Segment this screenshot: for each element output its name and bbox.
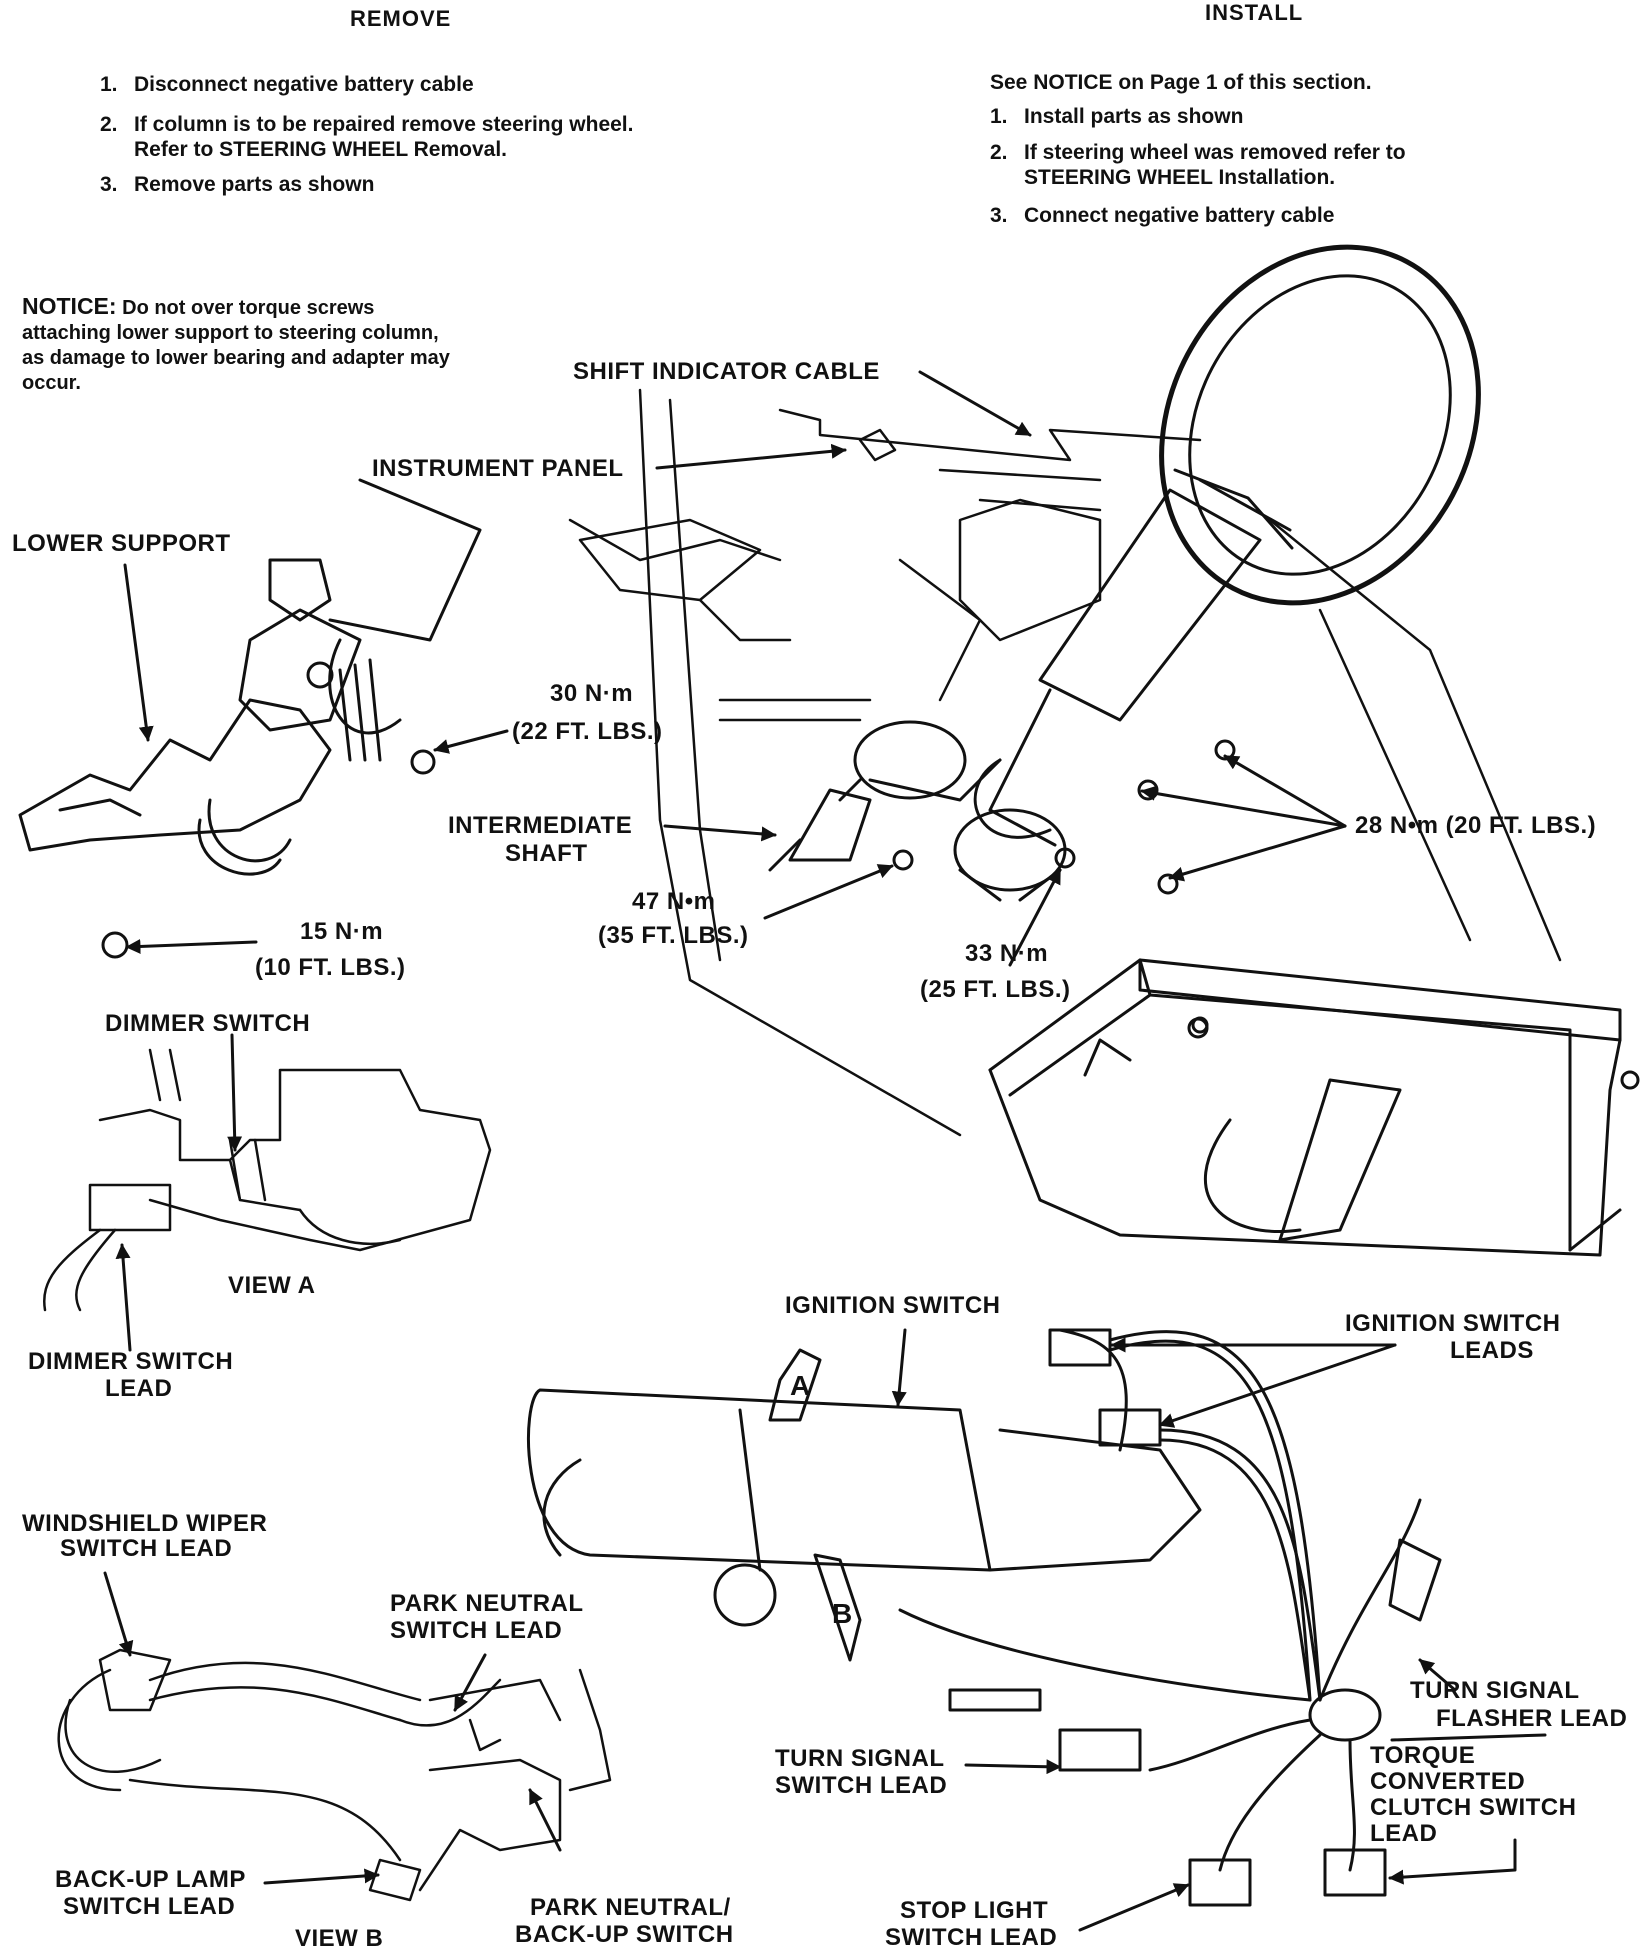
remove-step-1: 1. Disconnect negative battery cable bbox=[100, 72, 474, 97]
label-park-neutral-lead-2: SWITCH LEAD bbox=[390, 1617, 563, 1644]
step-number: 2. bbox=[100, 113, 118, 136]
label-torque-33: 33 N·m bbox=[965, 940, 1049, 967]
install-heading: INSTALL bbox=[1205, 0, 1304, 25]
label-backup-lead-2: SWITCH LEAD bbox=[63, 1893, 236, 1920]
label-torque-15-ft: (10 FT. LBS.) bbox=[255, 954, 406, 981]
label-tcc-1: TORQUE bbox=[1370, 1742, 1476, 1769]
step-continuation: STEERING WHEEL Installation. bbox=[1024, 166, 1336, 189]
install-step-3: 3. Connect negative battery cable bbox=[990, 203, 1334, 228]
step-number: 2. bbox=[990, 141, 1008, 164]
label-turn-flasher-1: TURN SIGNAL bbox=[1410, 1677, 1580, 1704]
install-step-1: 1. Install parts as shown bbox=[990, 104, 1243, 129]
view-b-wiring bbox=[57, 1648, 612, 1902]
label-torque-28: 28 N•m (20 FT. LBS.) bbox=[1355, 812, 1597, 839]
label-intermediate-shaft-2: SHAFT bbox=[505, 840, 588, 867]
callout-a-flag bbox=[768, 1348, 822, 1422]
callout-b-flag bbox=[813, 1553, 862, 1662]
label-turn-switch-2: SWITCH LEAD bbox=[775, 1772, 948, 1799]
install-intro: See NOTICE on Page 1 of this section. bbox=[990, 71, 1372, 94]
label-shift-indicator-cable: SHIFT INDICATOR CABLE bbox=[573, 358, 880, 385]
step-number: 3. bbox=[990, 204, 1008, 227]
remove-step-2: 2. If column is to be repaired remove ste… bbox=[100, 112, 633, 162]
label-tcc-2: CONVERTED bbox=[1370, 1768, 1526, 1795]
label-wiper-lead-1: WINDSHIELD WIPER bbox=[22, 1510, 268, 1537]
label-torque-30-ft: (22 FT. LBS.) bbox=[512, 718, 663, 745]
column-assembly-wiring bbox=[527, 1328, 1442, 1907]
step-text: If column is to be repaired remove steer… bbox=[134, 113, 634, 136]
notice-label: NOTICE: bbox=[22, 293, 117, 319]
view-a-dimmer-switch bbox=[43, 1048, 492, 1312]
label-torque-47-ft: (35 FT. LBS.) bbox=[598, 922, 749, 949]
label-stop-light-1: STOP LIGHT bbox=[900, 1897, 1049, 1924]
label-torque-15: 15 N·m bbox=[300, 918, 384, 945]
label-backup-lead-1: BACK-UP LAMP bbox=[55, 1866, 246, 1893]
install-step-2: 2. If steering wheel was removed refer to… bbox=[990, 140, 1406, 190]
label-instrument-panel: INSTRUMENT PANEL bbox=[372, 455, 624, 482]
label-ignition-switch: IGNITION SWITCH bbox=[785, 1292, 1001, 1319]
label-wiper-lead-2: SWITCH LEAD bbox=[60, 1535, 233, 1562]
label-tcc-4: LEAD bbox=[1370, 1820, 1438, 1847]
label-pn-backup-2: BACK-UP SWITCH bbox=[515, 1921, 734, 1948]
label-torque-47: 47 N•m bbox=[632, 888, 716, 915]
label-pn-backup-1: PARK NEUTRAL/ bbox=[530, 1894, 731, 1921]
step-text: If steering wheel was removed refer to bbox=[1024, 141, 1406, 164]
step-number: 1. bbox=[100, 73, 118, 96]
label-intermediate-shaft-1: INTERMEDIATE bbox=[448, 812, 633, 839]
label-dimmer-switch: DIMMER SWITCH bbox=[105, 1010, 311, 1037]
notice-text: Do not over torque screws attaching lowe… bbox=[22, 297, 450, 394]
leader-arrows bbox=[103, 370, 1547, 1932]
instrument-panel-outline bbox=[568, 388, 1562, 1137]
lower-support-part bbox=[18, 478, 482, 876]
steering-column bbox=[953, 478, 1292, 902]
label-ignition-switch-leads-2: LEADS bbox=[1450, 1337, 1534, 1364]
label-dimmer-switch-lead-1: DIMMER SWITCH bbox=[28, 1348, 234, 1375]
intermediate-shaft-part bbox=[768, 720, 1002, 872]
step-text: Install parts as shown bbox=[1024, 105, 1244, 128]
bolt-lower-support-upper bbox=[410, 749, 436, 775]
lower-knee-bolster bbox=[988, 958, 1640, 1257]
label-view-b: VIEW B bbox=[295, 1925, 384, 1952]
steering-wheel bbox=[1159, 244, 1481, 606]
bolt-lower-support-lower bbox=[101, 931, 129, 959]
label-lower-support: LOWER SUPPORT bbox=[12, 530, 231, 557]
label-torque-33-ft: (25 FT. LBS.) bbox=[920, 976, 1071, 1003]
step-text: Disconnect negative battery cable bbox=[134, 73, 474, 96]
label-torque-30: 30 N·m bbox=[550, 680, 634, 707]
remove-heading: REMOVE bbox=[350, 6, 452, 31]
step-number: 3. bbox=[100, 173, 118, 196]
label-park-neutral-lead-1: PARK NEUTRAL bbox=[390, 1590, 584, 1617]
step-text: Remove parts as shown bbox=[134, 173, 375, 196]
label-turn-flasher-2: FLASHER LEAD bbox=[1436, 1705, 1628, 1732]
step-number: 1. bbox=[990, 105, 1008, 128]
remove-step-3: 3. Remove parts as shown bbox=[100, 172, 374, 197]
label-tcc-3: CLUTCH SWITCH bbox=[1370, 1794, 1577, 1821]
step-text: Connect negative battery cable bbox=[1024, 204, 1335, 227]
label-dimmer-switch-lead-2: LEAD bbox=[105, 1375, 173, 1402]
label-view-a: VIEW A bbox=[228, 1272, 316, 1299]
callout-b-letter: B bbox=[832, 1598, 853, 1629]
notice-box: NOTICE: Do not over torque screws attach… bbox=[22, 294, 462, 396]
callout-a-letter: A bbox=[790, 1370, 811, 1401]
step-continuation: Refer to STEERING WHEEL Removal. bbox=[134, 138, 508, 161]
label-stop-light-2: SWITCH LEAD bbox=[885, 1924, 1058, 1951]
label-ignition-switch-leads-1: IGNITION SWITCH bbox=[1345, 1310, 1561, 1337]
label-turn-switch-1: TURN SIGNAL bbox=[775, 1745, 945, 1772]
